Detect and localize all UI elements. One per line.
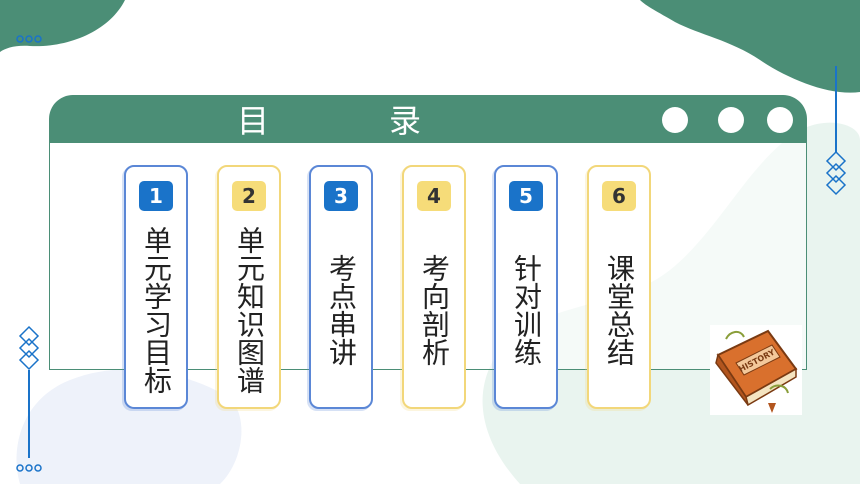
- toc-title-left: 目: [236, 102, 269, 140]
- toc-item-label: 单元知识图谱: [233, 226, 266, 394]
- toc-header: 目 录: [49, 95, 807, 143]
- toc-item-5[interactable]: 5 针对训练: [494, 165, 558, 409]
- toc-item-2[interactable]: 2 单元知识图谱: [217, 165, 281, 409]
- history-book-icon: HISTORY: [710, 325, 802, 415]
- top-left-blob: [0, 0, 125, 52]
- dots-bottom-left-icon: [16, 464, 42, 472]
- header-dot-3: [767, 107, 793, 133]
- toc-item-number: 5: [509, 181, 543, 211]
- diamond-right-icon: [825, 150, 847, 196]
- toc-item-label: 针对训练: [510, 254, 543, 366]
- toc-item-number: 3: [324, 181, 358, 211]
- right-vertical-line: [835, 66, 837, 152]
- toc-item-number: 4: [417, 181, 451, 211]
- dots-top-left-icon: [16, 35, 42, 43]
- diamond-left-icon: [18, 325, 40, 371]
- toc-item-6[interactable]: 6 课堂总结: [587, 165, 651, 409]
- toc-item-3[interactable]: 3 考点串讲: [309, 165, 373, 409]
- toc-item-label: 课堂总结: [603, 254, 636, 366]
- toc-item-number: 2: [232, 181, 266, 211]
- toc-item-label: 考点串讲: [325, 254, 358, 366]
- toc-title-right: 录: [389, 102, 422, 140]
- toc-item-4[interactable]: 4 考向剖析: [402, 165, 466, 409]
- top-right-blob: [640, 0, 860, 93]
- header-dot-1: [662, 107, 688, 133]
- toc-item-number: 1: [139, 181, 173, 211]
- toc-item-1[interactable]: 1 单元学习目标: [124, 165, 188, 409]
- toc-item-number: 6: [602, 181, 636, 211]
- toc-title: 目 录: [49, 95, 609, 143]
- toc-item-label: 考向剖析: [418, 254, 451, 366]
- left-vertical-line: [28, 370, 30, 458]
- header-dot-2: [718, 107, 744, 133]
- toc-item-label: 单元学习目标: [140, 226, 173, 394]
